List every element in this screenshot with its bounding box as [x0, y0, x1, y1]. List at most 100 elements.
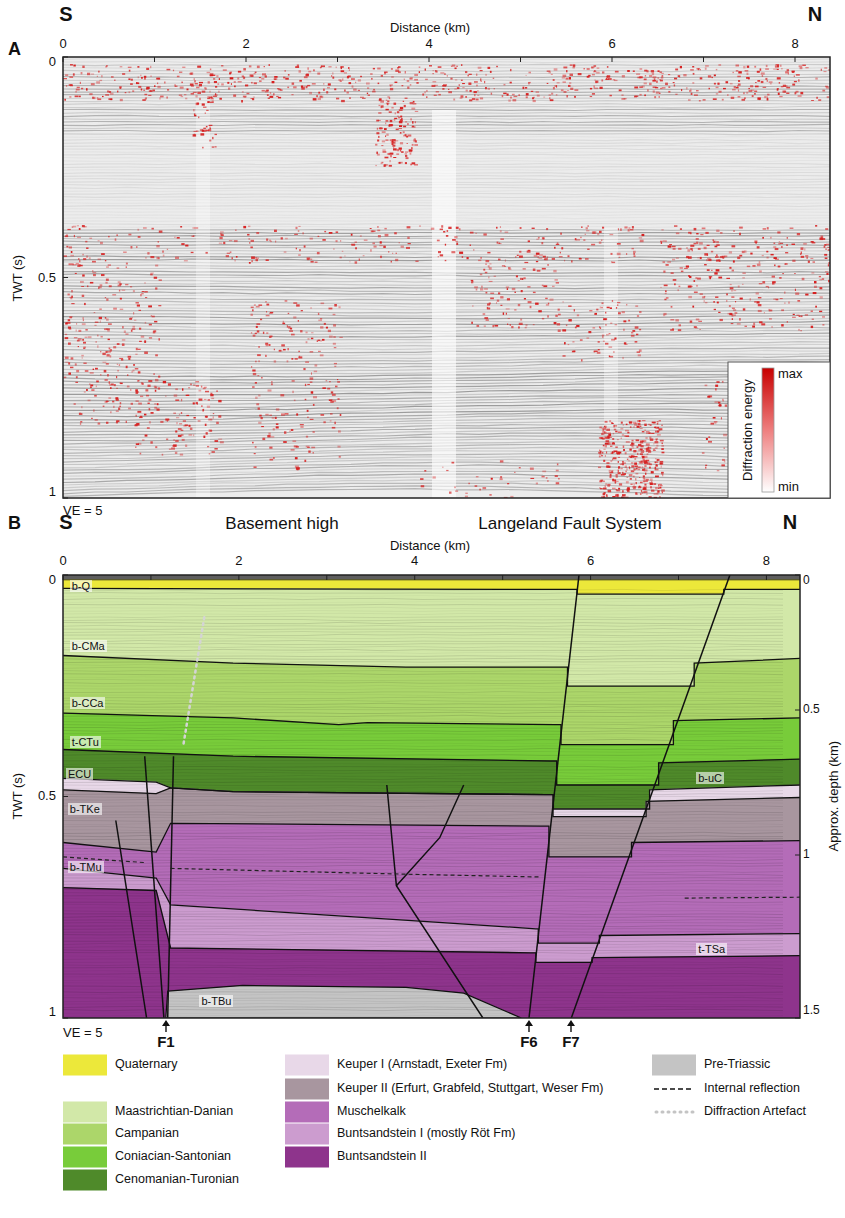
diffraction-spot — [128, 408, 131, 410]
diffraction-spot — [203, 107, 207, 108]
diffraction-spot — [410, 153, 412, 155]
diffraction-spot — [74, 235, 75, 237]
diffraction-spot — [444, 73, 446, 75]
diffraction-spot — [382, 162, 384, 163]
diffraction-spot — [410, 164, 411, 166]
diffraction-spot — [128, 234, 131, 236]
diffraction-spot — [91, 74, 94, 75]
diffraction-spot — [182, 67, 185, 68]
diffraction-spot — [307, 384, 310, 385]
diffraction-spot — [80, 82, 81, 84]
diffraction-spot — [149, 399, 152, 401]
diffraction-spot — [448, 89, 449, 90]
diffraction-spot — [706, 259, 708, 261]
diffraction-spot — [510, 97, 511, 99]
diffraction-spot — [90, 282, 93, 284]
diffraction-spot — [329, 381, 331, 382]
diffraction-spot — [68, 294, 70, 296]
diffraction-spot — [644, 95, 646, 97]
diffraction-spot — [75, 273, 77, 274]
diffraction-spot — [808, 261, 810, 263]
diffraction-spot — [80, 423, 81, 425]
diffraction-spot — [154, 386, 157, 388]
diffraction-spot — [93, 274, 96, 276]
diffraction-spot — [139, 328, 141, 330]
diffraction-spot — [181, 82, 183, 84]
seismic-reflection — [63, 104, 830, 105]
diffraction-spot — [310, 382, 313, 383]
diffraction-spot — [760, 68, 762, 70]
diffraction-spot — [304, 460, 306, 462]
diffraction-spot — [713, 98, 717, 100]
diffraction-spot — [523, 87, 525, 89]
diffraction-spot — [102, 96, 104, 97]
diffraction-spot — [317, 252, 320, 254]
diffraction-spot — [777, 231, 780, 233]
diffraction-spot — [453, 99, 455, 101]
diffraction-spot — [118, 408, 120, 411]
diffraction-spot — [295, 457, 298, 459]
diffraction-spot — [265, 355, 267, 357]
diffraction-spot — [266, 311, 267, 313]
diffraction-spot — [266, 304, 269, 306]
diffraction-spot — [298, 230, 300, 231]
diffraction-spot — [65, 362, 68, 363]
diffraction-spot — [145, 389, 148, 391]
diffraction-spot — [245, 85, 248, 87]
diffraction-spot — [105, 401, 108, 403]
diffraction-spot — [699, 100, 701, 102]
diffraction-spot — [270, 312, 273, 313]
diffraction-spot — [227, 82, 229, 84]
diffraction-spot — [305, 399, 307, 400]
diffraction-spot — [265, 75, 267, 77]
diffraction-spot — [219, 78, 220, 80]
diffraction-spot — [83, 258, 86, 260]
diffraction-spot — [268, 389, 272, 391]
diffraction-spot — [74, 403, 76, 404]
diffraction-spot — [394, 103, 397, 105]
diffraction-spot — [455, 79, 457, 80]
diffraction-spot — [298, 320, 299, 321]
diffraction-spot — [151, 412, 154, 414]
diffraction-spot — [332, 394, 336, 396]
diffraction-spot — [746, 77, 749, 78]
diffraction-spot — [289, 330, 293, 332]
diffraction-spot — [422, 94, 424, 96]
diffraction-spot — [258, 408, 260, 410]
diffraction-spot — [111, 76, 114, 77]
diffraction-spot — [742, 99, 746, 101]
diffraction-spot — [590, 88, 592, 90]
diffraction-spot — [252, 386, 255, 388]
diffraction-spot — [404, 105, 406, 107]
diffraction-spot — [186, 415, 189, 416]
diffraction-spot — [654, 79, 656, 80]
diffraction-spot — [266, 90, 269, 92]
diffraction-spot — [511, 326, 513, 328]
diffraction-spot — [507, 288, 508, 290]
diffraction-spot — [716, 230, 719, 232]
diffraction-spot — [208, 419, 212, 421]
diffraction-spot — [334, 88, 336, 90]
diffraction-spot — [183, 420, 186, 422]
diffraction-spot — [207, 98, 210, 99]
diffraction-spot — [216, 422, 219, 424]
diffraction-spot — [318, 236, 320, 237]
diffraction-spot — [95, 368, 98, 370]
diffraction-spot — [142, 291, 145, 292]
diffraction-spot — [69, 328, 72, 330]
diffraction-spot — [502, 95, 504, 97]
diffraction-spot — [462, 256, 463, 258]
diffraction-spot — [317, 340, 318, 342]
diffraction-spot — [549, 94, 551, 96]
diffraction-spot — [336, 67, 337, 69]
diffraction-spot — [536, 239, 539, 240]
diffraction-spot — [160, 421, 163, 423]
diffraction-spot — [109, 348, 111, 350]
diffraction-spot — [93, 409, 95, 412]
diffraction-spot — [388, 251, 389, 252]
diffraction-spot — [97, 97, 99, 98]
diffraction-spot — [673, 82, 675, 83]
diffraction-spot — [136, 302, 139, 303]
diffraction-spot — [367, 93, 368, 94]
diffraction-spot — [656, 92, 660, 94]
